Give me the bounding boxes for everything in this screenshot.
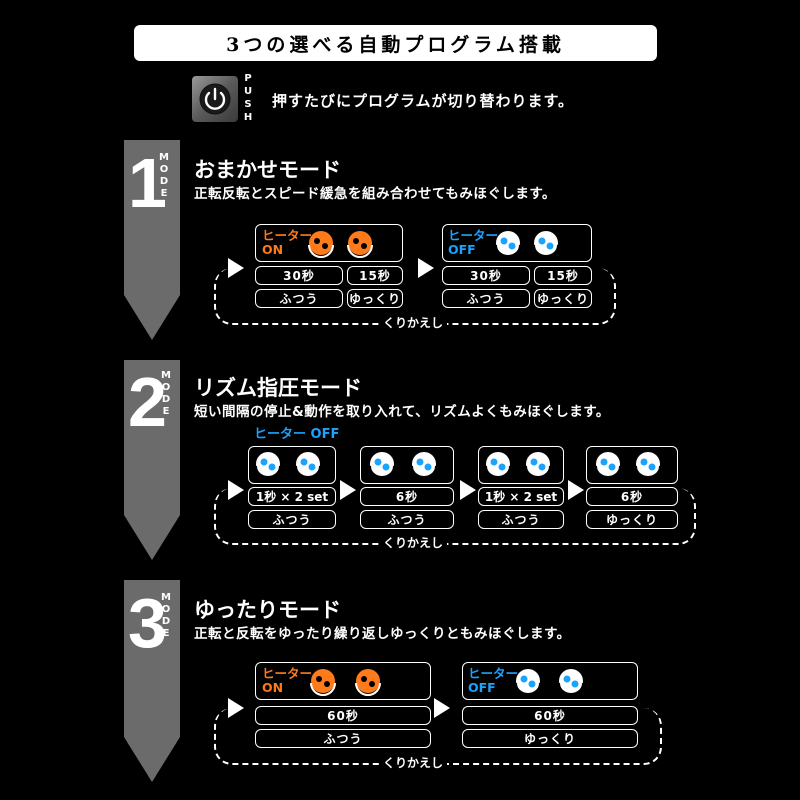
- heater-label: ヒーター: [262, 666, 313, 681]
- speed-chip: ふつう: [478, 510, 564, 529]
- mode-1-arrow-icon: [124, 140, 180, 340]
- speed-chip: ゆっくり: [534, 289, 592, 308]
- speed-chip: ふつう: [255, 729, 431, 748]
- time-chip: 30秒: [442, 266, 530, 285]
- step-arrow-icon: [228, 480, 244, 500]
- massage-node-icon: [347, 231, 373, 258]
- mode-3-description: 正転と反転をゆったり繰り返しゆっくりともみほぐします。: [194, 626, 571, 642]
- speed-chip: ふつう: [248, 510, 336, 529]
- time-chip: 60秒: [255, 706, 431, 725]
- massage-node-icon: [310, 669, 336, 696]
- mode-1-title: おまかせモード: [194, 158, 341, 182]
- massage-node-icon: [485, 452, 511, 479]
- mode-2-title: リズム指圧モード: [194, 376, 362, 400]
- push-description: 押すたびにプログラムが切り替わります。: [272, 92, 575, 110]
- mode-1-number: 1: [128, 144, 167, 222]
- speed-chip: ゆっくり: [347, 289, 403, 308]
- speed-chip: ゆっくり: [462, 729, 638, 748]
- mode-3-title: ゆったりモード: [194, 598, 341, 622]
- step-arrow-icon: [460, 480, 476, 500]
- mode-3-arrow-icon: [124, 580, 180, 782]
- heater-label: ヒーター: [262, 228, 313, 243]
- mode-1-vertical-label: M O D E: [159, 152, 169, 199]
- mode-3-vertical-label: M O D E: [161, 592, 171, 639]
- massage-node-icon: [533, 231, 559, 258]
- page-title: 3つの選べる自動プログラム搭載: [134, 25, 657, 61]
- step-arrow-icon: [340, 480, 356, 500]
- heater-state: ON: [262, 680, 284, 695]
- mode-3-number: 3: [128, 584, 167, 662]
- massage-node-icon: [525, 452, 551, 479]
- step-arrow-icon: [228, 258, 244, 278]
- heater-state: ON: [262, 242, 284, 257]
- mode-3-step-2-panel: [462, 662, 638, 700]
- step-arrow-icon: [228, 698, 244, 718]
- time-chip: 1秒 × 2 set: [478, 487, 564, 506]
- massage-node-icon: [495, 231, 521, 258]
- massage-node-icon: [411, 452, 437, 479]
- speed-chip: ふつう: [360, 510, 454, 529]
- mode-3-repeat-label: くりかえし: [378, 754, 448, 771]
- heater-state: OFF: [468, 680, 496, 695]
- heater-label: ヒーター: [468, 666, 519, 681]
- step-arrow-icon: [434, 698, 450, 718]
- step-arrow-icon: [418, 258, 434, 278]
- time-chip: 6秒: [586, 487, 678, 506]
- massage-node-icon: [595, 452, 621, 479]
- mode-2-vertical-label: M O D E: [161, 370, 171, 417]
- speed-chip: ふつう: [442, 289, 530, 308]
- massage-node-icon: [295, 452, 321, 479]
- massage-node-icon: [369, 452, 395, 479]
- mode-2-arrow-icon: [124, 360, 180, 560]
- mode-1-repeat-label: くりかえし: [378, 314, 448, 331]
- speed-chip: ふつう: [255, 289, 343, 308]
- mode-2-repeat-loop: [214, 488, 696, 545]
- time-chip: 60秒: [462, 706, 638, 725]
- time-chip: 15秒: [534, 266, 592, 285]
- massage-node-icon: [635, 452, 661, 479]
- massage-node-icon: [355, 669, 381, 696]
- heater-state: OFF: [448, 242, 476, 257]
- time-chip: 1秒 × 2 set: [248, 487, 336, 506]
- mode-2-heater-note: ヒーター OFF: [254, 427, 340, 442]
- mode-2-number: 2: [128, 363, 167, 441]
- mode-1-description: 正転反転とスピード緩急を組み合わせてもみほぐします。: [194, 186, 556, 202]
- step-arrow-icon: [568, 480, 584, 500]
- massage-node-icon: [558, 669, 584, 696]
- massage-node-icon: [255, 452, 281, 479]
- mode-2-repeat-label: くりかえし: [378, 534, 448, 551]
- massage-node-icon: [308, 231, 334, 258]
- massage-node-icon: [515, 669, 541, 696]
- time-chip: 6秒: [360, 487, 454, 506]
- speed-chip: ゆっくり: [586, 510, 678, 529]
- mode-2-description: 短い間隔の停止&動作を取り入れて、リズムよくもみほぐします。: [194, 404, 610, 420]
- time-chip: 15秒: [347, 266, 403, 285]
- mode-3-step-1-panel: [255, 662, 431, 700]
- power-button-icon: [192, 76, 238, 122]
- time-chip: 30秒: [255, 266, 343, 285]
- push-label: P U S H: [243, 73, 253, 123]
- heater-label: ヒーター: [448, 228, 499, 243]
